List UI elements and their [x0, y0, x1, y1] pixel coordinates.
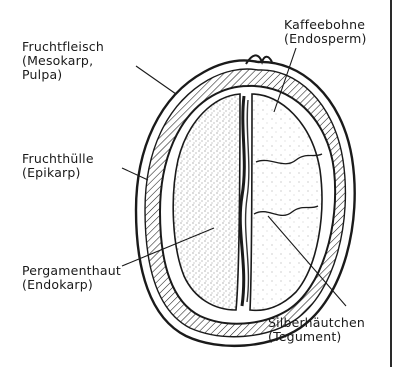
label-pergamenthaut-line1: Pergamenthaut [22, 264, 121, 278]
label-silberhaeutchen-line2: (Tegument) [268, 330, 365, 344]
label-fruchtfleisch-line1: Fruchtfleisch [22, 40, 104, 54]
label-silberhaeutchen: Silberhäutchen (Tegument) [268, 316, 365, 344]
label-fruchthuelle-line1: Fruchthülle [22, 152, 94, 166]
label-fruchthuelle: Fruchthülle (Epikarp) [22, 152, 94, 180]
label-kaffeebohne-line1: Kaffeebohne [284, 18, 367, 32]
leader-fruchtfleisch [136, 66, 176, 94]
label-kaffeebohne: Kaffeebohne (Endosperm) [284, 18, 367, 46]
label-pergamenthaut-line2: (Endokarp) [22, 278, 121, 292]
label-silberhaeutchen-line1: Silberhäutchen [268, 316, 365, 330]
label-fruchtfleisch-line2: (Mesokarp, [22, 54, 104, 68]
label-pergamenthaut: Pergamenthaut (Endokarp) [22, 264, 121, 292]
label-fruchtfleisch-line3: Pulpa) [22, 68, 104, 82]
label-fruchthuelle-line2: (Epikarp) [22, 166, 94, 180]
label-kaffeebohne-line2: (Endosperm) [284, 32, 367, 46]
label-fruchtfleisch: Fruchtfleisch (Mesokarp, Pulpa) [22, 40, 104, 82]
